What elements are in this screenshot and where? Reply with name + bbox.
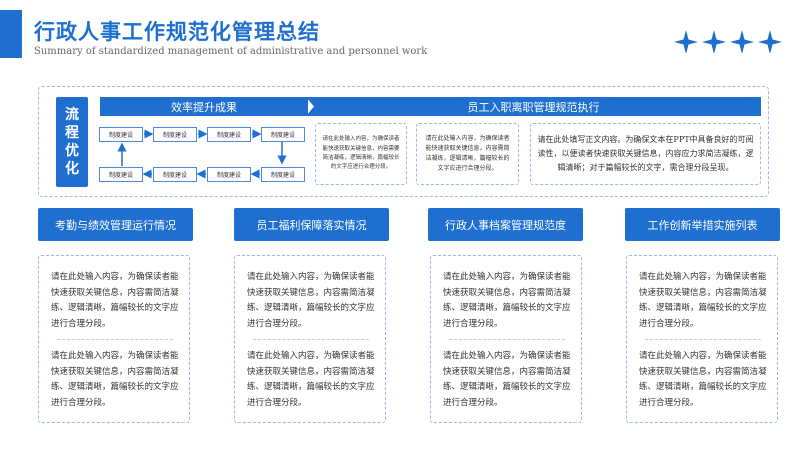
onboarding-banner: 员工入职离职管理规范执行 <box>306 97 761 116</box>
info-box-large: 请在此处填写正文内容。为确保文本在PPT中具备良好的可阅读性，以便读者快速获取关… <box>530 123 761 185</box>
content-card: 请在此处输入内容，为确保读者能快速获取关键信息，内容需简洁凝练、逻辑清晰，篇幅较… <box>626 255 778 423</box>
card-divider <box>449 338 565 340</box>
star-icon <box>674 30 698 54</box>
star-icon <box>758 30 782 54</box>
flow-step: 制度建设 <box>153 127 197 142</box>
card-paragraph: 请在此处输入内容，为确保读者能快速获取关键信息，内容需简洁凝练、逻辑清晰，篇幅较… <box>247 272 375 330</box>
flow-step: 制度建设 <box>99 127 143 142</box>
content-card: 请在此处输入内容，为确保读者能快速获取关键信息，内容需简洁凝练、逻辑清晰，篇幅较… <box>234 255 386 423</box>
title-accent-bar <box>0 10 22 58</box>
card-paragraph: 请在此处输入内容，为确保读者能快速获取关键信息，内容需简洁凝练、逻辑清晰，篇幅较… <box>639 272 767 330</box>
card-paragraph: 请在此处输入内容，为确保读者能快速获取关键信息，内容需简洁凝练、逻辑清晰，篇幅较… <box>639 350 767 409</box>
flow-step: 制度建设 <box>207 167 251 182</box>
flow-step: 制度建设 <box>207 127 251 142</box>
card-paragraph: 请在此处输入内容，为确保读者能快速获取关键信息，内容需简洁凝练、逻辑清晰，篇幅较… <box>247 350 375 409</box>
card-divider <box>645 338 761 340</box>
efficiency-banner: 效率提升成果 <box>100 97 308 116</box>
flow-step: 制度建设 <box>261 127 305 142</box>
content-card: 请在此处输入内容，为确保读者能快速获取关键信息，内容需简洁凝练、逻辑清晰，篇幅较… <box>38 255 190 423</box>
card-paragraph: 请在此处输入内容，为确保读者能快速获取关键信息，内容需简洁凝练、逻辑清晰，篇幅较… <box>51 272 179 330</box>
decorative-stars <box>674 30 782 54</box>
column-header: 考勤与绩效管理运行情况 <box>38 208 193 241</box>
star-icon <box>702 30 726 54</box>
column-header: 工作创新举措实施列表 <box>625 208 780 241</box>
flow-step: 制度建设 <box>99 167 143 182</box>
card-paragraph: 请在此处输入内容，为确保读者能快速获取关键信息，内容需简洁凝练、逻辑清晰，篇幅较… <box>443 350 571 409</box>
flow-optimization-label: 流程优化 <box>56 97 88 187</box>
info-box-small: 请在此处输入内容，为确保读者能快速获取关键信息，内容需简洁凝练，逻辑清晰，篇幅较… <box>416 123 519 185</box>
content-card: 请在此处输入内容，为确保读者能快速获取关键信息，内容需简洁凝练、逻辑清晰，篇幅较… <box>430 255 582 423</box>
column-header: 员工福利保障落实情况 <box>234 208 389 241</box>
page-title: 行政人事工作规范化管理总结 <box>34 19 320 44</box>
info-text: 请在此处输入内容，为确保读者能快速获取关键信息，内容需要简洁凝练，逻辑清晰，篇幅… <box>322 136 400 171</box>
star-icon <box>730 30 754 54</box>
card-paragraph: 请在此处输入内容，为确保读者能快速获取关键信息，内容需简洁凝练、逻辑清晰，篇幅较… <box>51 350 179 409</box>
card-divider <box>253 338 369 340</box>
info-box-small: 请在此处输入内容，为确保读者能快速获取关键信息，内容需要简洁凝练，逻辑清晰，篇幅… <box>315 123 407 185</box>
info-text: 请在此处填写正文内容。为确保文本在PPT中具备良好的可阅读性，以便读者快速获取关… <box>537 135 754 172</box>
flow-step: 制度建设 <box>261 167 305 182</box>
card-paragraph: 请在此处输入内容，为确保读者能快速获取关键信息，内容需简洁凝练、逻辑清晰，篇幅较… <box>443 272 571 330</box>
flow-arrows <box>117 129 287 179</box>
info-text: 请在此处输入内容，为确保读者能快速获取关键信息，内容需简洁凝练，逻辑清晰，篇幅较… <box>425 134 510 173</box>
page-subtitle: Summary of standardized management of ad… <box>34 46 428 57</box>
column-header: 行政人事档案管理规范度 <box>428 208 583 241</box>
card-divider <box>57 338 173 340</box>
flow-step: 制度建设 <box>153 167 197 182</box>
process-panel <box>38 86 769 197</box>
